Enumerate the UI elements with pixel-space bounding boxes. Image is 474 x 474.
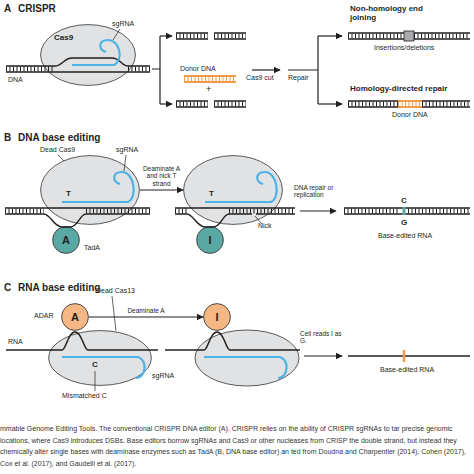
step-label: Cell reads I as G.	[300, 330, 346, 345]
outcome-title: Homology-directed repair	[350, 84, 474, 93]
panel-title: RNA base editing	[18, 282, 100, 294]
part-label: Dead Cas9	[40, 146, 75, 154]
node-text: C	[92, 361, 98, 369]
process-line	[288, 36, 318, 104]
enzyme-circle	[62, 304, 89, 331]
part-label: Dead Cas13	[96, 287, 135, 295]
part-label: RNA	[8, 338, 23, 346]
process-arrow	[304, 355, 342, 356]
process-arrow	[318, 103, 342, 104]
base-letter: G	[401, 218, 407, 227]
node-text: Cas9	[54, 34, 73, 42]
step-label: Deaminate A	[116, 307, 176, 314]
insertion-mark	[404, 31, 414, 41]
step-label: Cas9 cut	[246, 74, 274, 82]
process-arrow	[160, 103, 172, 104]
node-text: A	[52, 226, 80, 254]
tada-circle: A	[52, 226, 80, 254]
part-label: Donor DNA	[180, 65, 216, 73]
adar-circle: I	[203, 303, 231, 331]
base-letter: C	[401, 196, 407, 205]
edited-base-mark	[403, 207, 406, 215]
dna-strand	[175, 208, 295, 227]
dna-rungs	[5, 209, 150, 214]
step-label: Repair	[288, 74, 309, 82]
process-arrow	[160, 35, 172, 36]
protein-blob	[41, 25, 136, 86]
panel-letter: C	[4, 282, 11, 294]
sgrna-strand	[204, 357, 287, 378]
dna-rungs	[175, 209, 295, 214]
donor-dna	[398, 101, 422, 107]
adar-circle: A	[61, 303, 89, 331]
process-arrow	[140, 189, 183, 190]
dna-rungs	[6, 67, 150, 72]
enzyme-circle	[197, 227, 224, 254]
rna-strand	[348, 355, 470, 356]
donor-dna	[184, 76, 236, 82]
part-label: sgRNA	[116, 146, 138, 154]
donor-dna-rungs	[184, 77, 236, 82]
panel-letter: A	[4, 3, 11, 15]
outcome-label: Base-edited RNA	[378, 232, 432, 240]
process-arrow	[252, 69, 280, 70]
dna-rungs	[344, 209, 470, 214]
plus-sign: +	[206, 84, 211, 94]
node-text: I	[196, 226, 224, 254]
part-label: ADAR	[34, 312, 53, 320]
leader-line	[124, 155, 126, 171]
leader-line	[58, 155, 64, 161]
rna-strand	[6, 332, 158, 350]
dna-strand	[348, 101, 470, 107]
dna-strand	[344, 208, 470, 214]
figure-caption: mmable Genome Editing Tools. The convent…	[0, 423, 474, 474]
enzyme-circle	[204, 304, 231, 331]
part-label: TadA	[84, 244, 100, 252]
outcome-label: Base-edited RNA	[380, 366, 434, 374]
leader-line	[113, 29, 120, 40]
part-label: Nick	[258, 222, 272, 230]
process-arrow	[318, 35, 342, 36]
dna-rungs	[176, 34, 246, 39]
dna-strand	[176, 33, 246, 39]
protein-blob	[49, 331, 152, 386]
step-label: DNA repair or replication	[294, 184, 344, 199]
sgrna-strand	[62, 172, 134, 202]
panel-title: CRISPR	[18, 3, 56, 15]
dna-strand	[176, 101, 246, 107]
dna-rungs	[348, 102, 470, 107]
part-label: Mismatched C	[62, 392, 107, 400]
sgrna-strand	[72, 40, 120, 65]
sgrna-strand	[62, 357, 145, 378]
edited-base-mark	[403, 350, 406, 362]
panel-title: DNA base editing	[18, 132, 100, 144]
sgrna-strand	[205, 172, 277, 202]
enzyme-circle	[53, 227, 80, 254]
part-label: Donor DNA	[392, 111, 428, 119]
leader-line	[95, 371, 96, 391]
step-label: Deaminate A and nick T strand	[139, 165, 185, 187]
part-label: DNA	[8, 76, 23, 84]
part-label: Insertions/deletions	[374, 44, 434, 52]
cas9-blob: Cas9	[40, 24, 136, 86]
dna-rungs	[176, 102, 246, 107]
rna-strand	[165, 332, 300, 350]
node-text: T	[209, 190, 214, 198]
leader-line	[112, 296, 116, 331]
node-text: T	[66, 190, 71, 198]
donor-dna-rungs	[398, 102, 422, 107]
tada-circle: I	[196, 226, 224, 254]
outcome-title: Non-homology end joining	[350, 4, 442, 22]
process-arrow	[89, 316, 203, 317]
node-text: I	[203, 303, 231, 331]
panel-letter: B	[4, 132, 11, 144]
process-arrow	[300, 210, 336, 211]
part-label: sgRNA	[112, 20, 134, 28]
dna-strand	[5, 208, 150, 227]
node-text: A	[61, 303, 89, 331]
part-label: sgRNA	[152, 372, 174, 380]
process-line	[152, 36, 160, 104]
